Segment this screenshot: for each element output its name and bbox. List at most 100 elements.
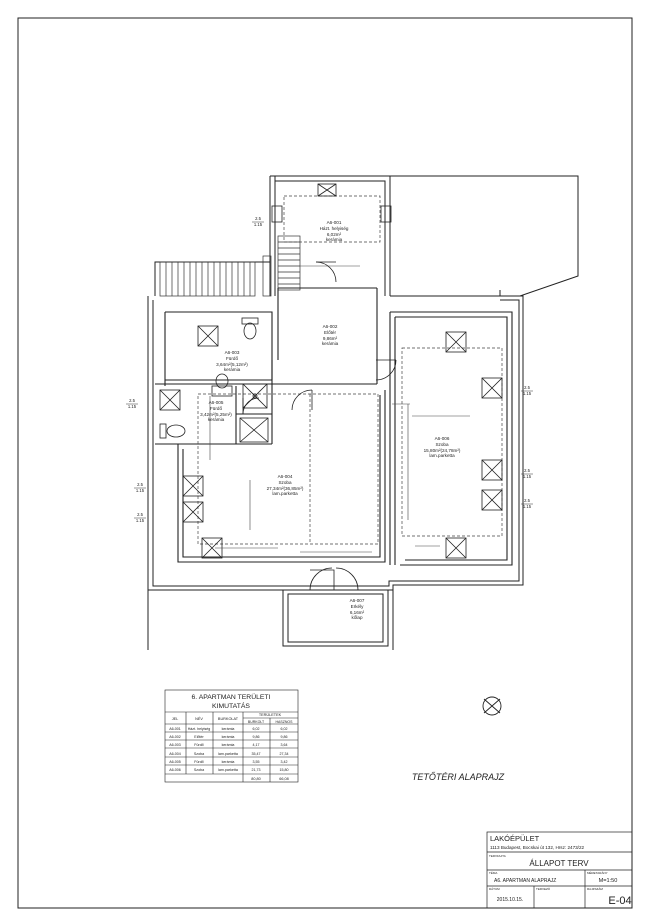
svg-text:2.5: 2.5	[524, 498, 530, 503]
height-mark: 2.51.15	[252, 216, 264, 227]
drawing-status: ÁLLAPOT TERV	[529, 859, 589, 868]
roof-window	[481, 459, 503, 481]
area-table-text: 6. APARTMAN TERÜLETI KIMUTATÁS JEL NÉV B…	[169, 693, 293, 781]
washbasin	[215, 373, 229, 389]
status-label: TERVFAJTA	[489, 854, 506, 858]
height-mark: 2.51.15	[134, 512, 146, 523]
toilet	[159, 423, 186, 439]
svg-text:2.5: 2.5	[524, 385, 530, 390]
balcony	[147, 589, 394, 650]
room-label: A6-006 Szoba 15,80m²(24,78m²) lam.parket…	[424, 436, 461, 458]
sheet-label: RAJZSZÁM	[587, 887, 603, 891]
roof-window	[481, 489, 503, 511]
door	[291, 389, 313, 411]
roof-windows	[159, 183, 503, 559]
height-mark: 2.51.15	[521, 385, 533, 396]
cell-hasznos: 27,34	[280, 752, 289, 756]
cell-burkolt: 21,73	[252, 768, 261, 772]
dimension-lines	[209, 265, 470, 553]
height-mark: 2.51.15	[126, 398, 138, 409]
svg-text:2.5: 2.5	[524, 468, 530, 473]
drawing-content: A6. APARTMAN ALAPRAJZ	[494, 878, 556, 884]
room-label: A6-007 Erkély 6,16m² kőlap	[350, 598, 365, 620]
dashed-roof-lines	[197, 195, 503, 545]
room-floor: kerámia	[224, 367, 241, 372]
cell-jel: A6-005	[169, 760, 181, 764]
cell-burk: kerámia	[222, 743, 235, 747]
room-name: Szoba	[435, 442, 448, 447]
room-label: A6-004 Szoba 27,34m²(36,85m²) lam.parket…	[267, 474, 304, 496]
door	[242, 397, 260, 415]
area-table	[164, 689, 299, 783]
cell-nev: Fürdő	[194, 760, 203, 764]
height-marks: 2.51.15 2.51.15 2.51.15 2.51.15 2.51.15 …	[126, 216, 533, 523]
area-table-title: 6. APARTMAN TERÜLETI	[192, 693, 271, 701]
cell-nev: Szoba	[194, 752, 204, 756]
content-label: TÉMA	[489, 870, 497, 875]
area-table-subtitle: KIMUTATÁS	[212, 701, 250, 710]
height-mark: 2.51.15	[521, 498, 533, 509]
cell-hasznos: 15,80	[280, 768, 289, 772]
cell-burkolt: 6,02	[253, 727, 260, 731]
room-label: A6-001 Házt. helyiség 6,02m² kerámia	[320, 220, 349, 242]
svg-text:2.5: 2.5	[129, 398, 135, 403]
room-code: A6-003	[225, 350, 240, 355]
room-labels: A6-001 Házt. helyiség 6,02m² kerámia A6-…	[200, 220, 461, 620]
doors	[242, 261, 397, 591]
col-header-nev: NÉV	[195, 716, 203, 721]
room-code: A6-004	[278, 474, 293, 479]
door	[375, 359, 397, 381]
room-name: Szoba	[278, 480, 291, 485]
svg-text:1.15: 1.15	[523, 474, 532, 479]
cell-nev: Házt. helyiség	[188, 727, 211, 731]
exterior-stair	[159, 261, 256, 297]
room-name: Előtér	[324, 330, 336, 335]
title-block-text: LAKÓÉPÜLET 1113 Budapest, Bocskai út 132…	[489, 834, 632, 907]
cell-burkolt: 3,55	[253, 760, 260, 764]
room-code: A6-007	[350, 598, 365, 603]
date-label: DÁTUM	[489, 887, 500, 891]
room-code: A6-002	[323, 324, 338, 329]
plan-title: TETŐTÉRI ALAPRAJZ	[412, 772, 505, 782]
cell-burk: lam.parketta	[218, 752, 238, 756]
svg-text:2.5: 2.5	[137, 512, 143, 517]
project-name: LAKÓÉPÜLET	[490, 834, 540, 843]
room-area: 6,16m²	[350, 610, 365, 615]
room-area: 6,02m²	[327, 232, 342, 237]
cell-burk: kerámia	[222, 727, 235, 731]
building-outline	[147, 175, 579, 591]
svg-text:1.15: 1.15	[128, 404, 137, 409]
roof-window	[317, 183, 337, 197]
room-area: 3,64m²(5,12m²)	[216, 362, 248, 367]
room-label: A6-003 Fürdő 3,64m²(5,12m²) kerámia	[216, 350, 248, 372]
room-floor: kerámia	[322, 341, 339, 346]
cell-jel: A6-006	[169, 768, 181, 772]
cell-burk: kerámia	[222, 760, 235, 764]
room-name: Fürdő	[226, 356, 238, 361]
sanitary-fixtures	[159, 317, 269, 443]
sheet-number: E-04	[608, 895, 631, 907]
project-address: 1113 Budapest, Bocskai út 132, Hrsz: 247…	[490, 845, 585, 850]
room-floor: lam.parketta	[272, 491, 298, 496]
room-area: 9,86m²	[323, 336, 338, 341]
col-header-jel: JEL	[172, 717, 179, 721]
north-symbol	[482, 696, 502, 716]
room-floor: kerámia	[326, 237, 343, 242]
height-mark: 2.51.15	[134, 482, 146, 493]
interior-stair	[262, 235, 301, 297]
svg-text:1.15: 1.15	[254, 222, 263, 227]
roof-window	[481, 377, 503, 399]
roof-window	[182, 475, 204, 497]
cell-burkolt: 4,17	[253, 743, 260, 747]
cell-jel: A6-002	[169, 735, 181, 739]
cell-burkolt: 35,47	[252, 752, 261, 756]
cell-jel: A6-001	[169, 727, 181, 731]
